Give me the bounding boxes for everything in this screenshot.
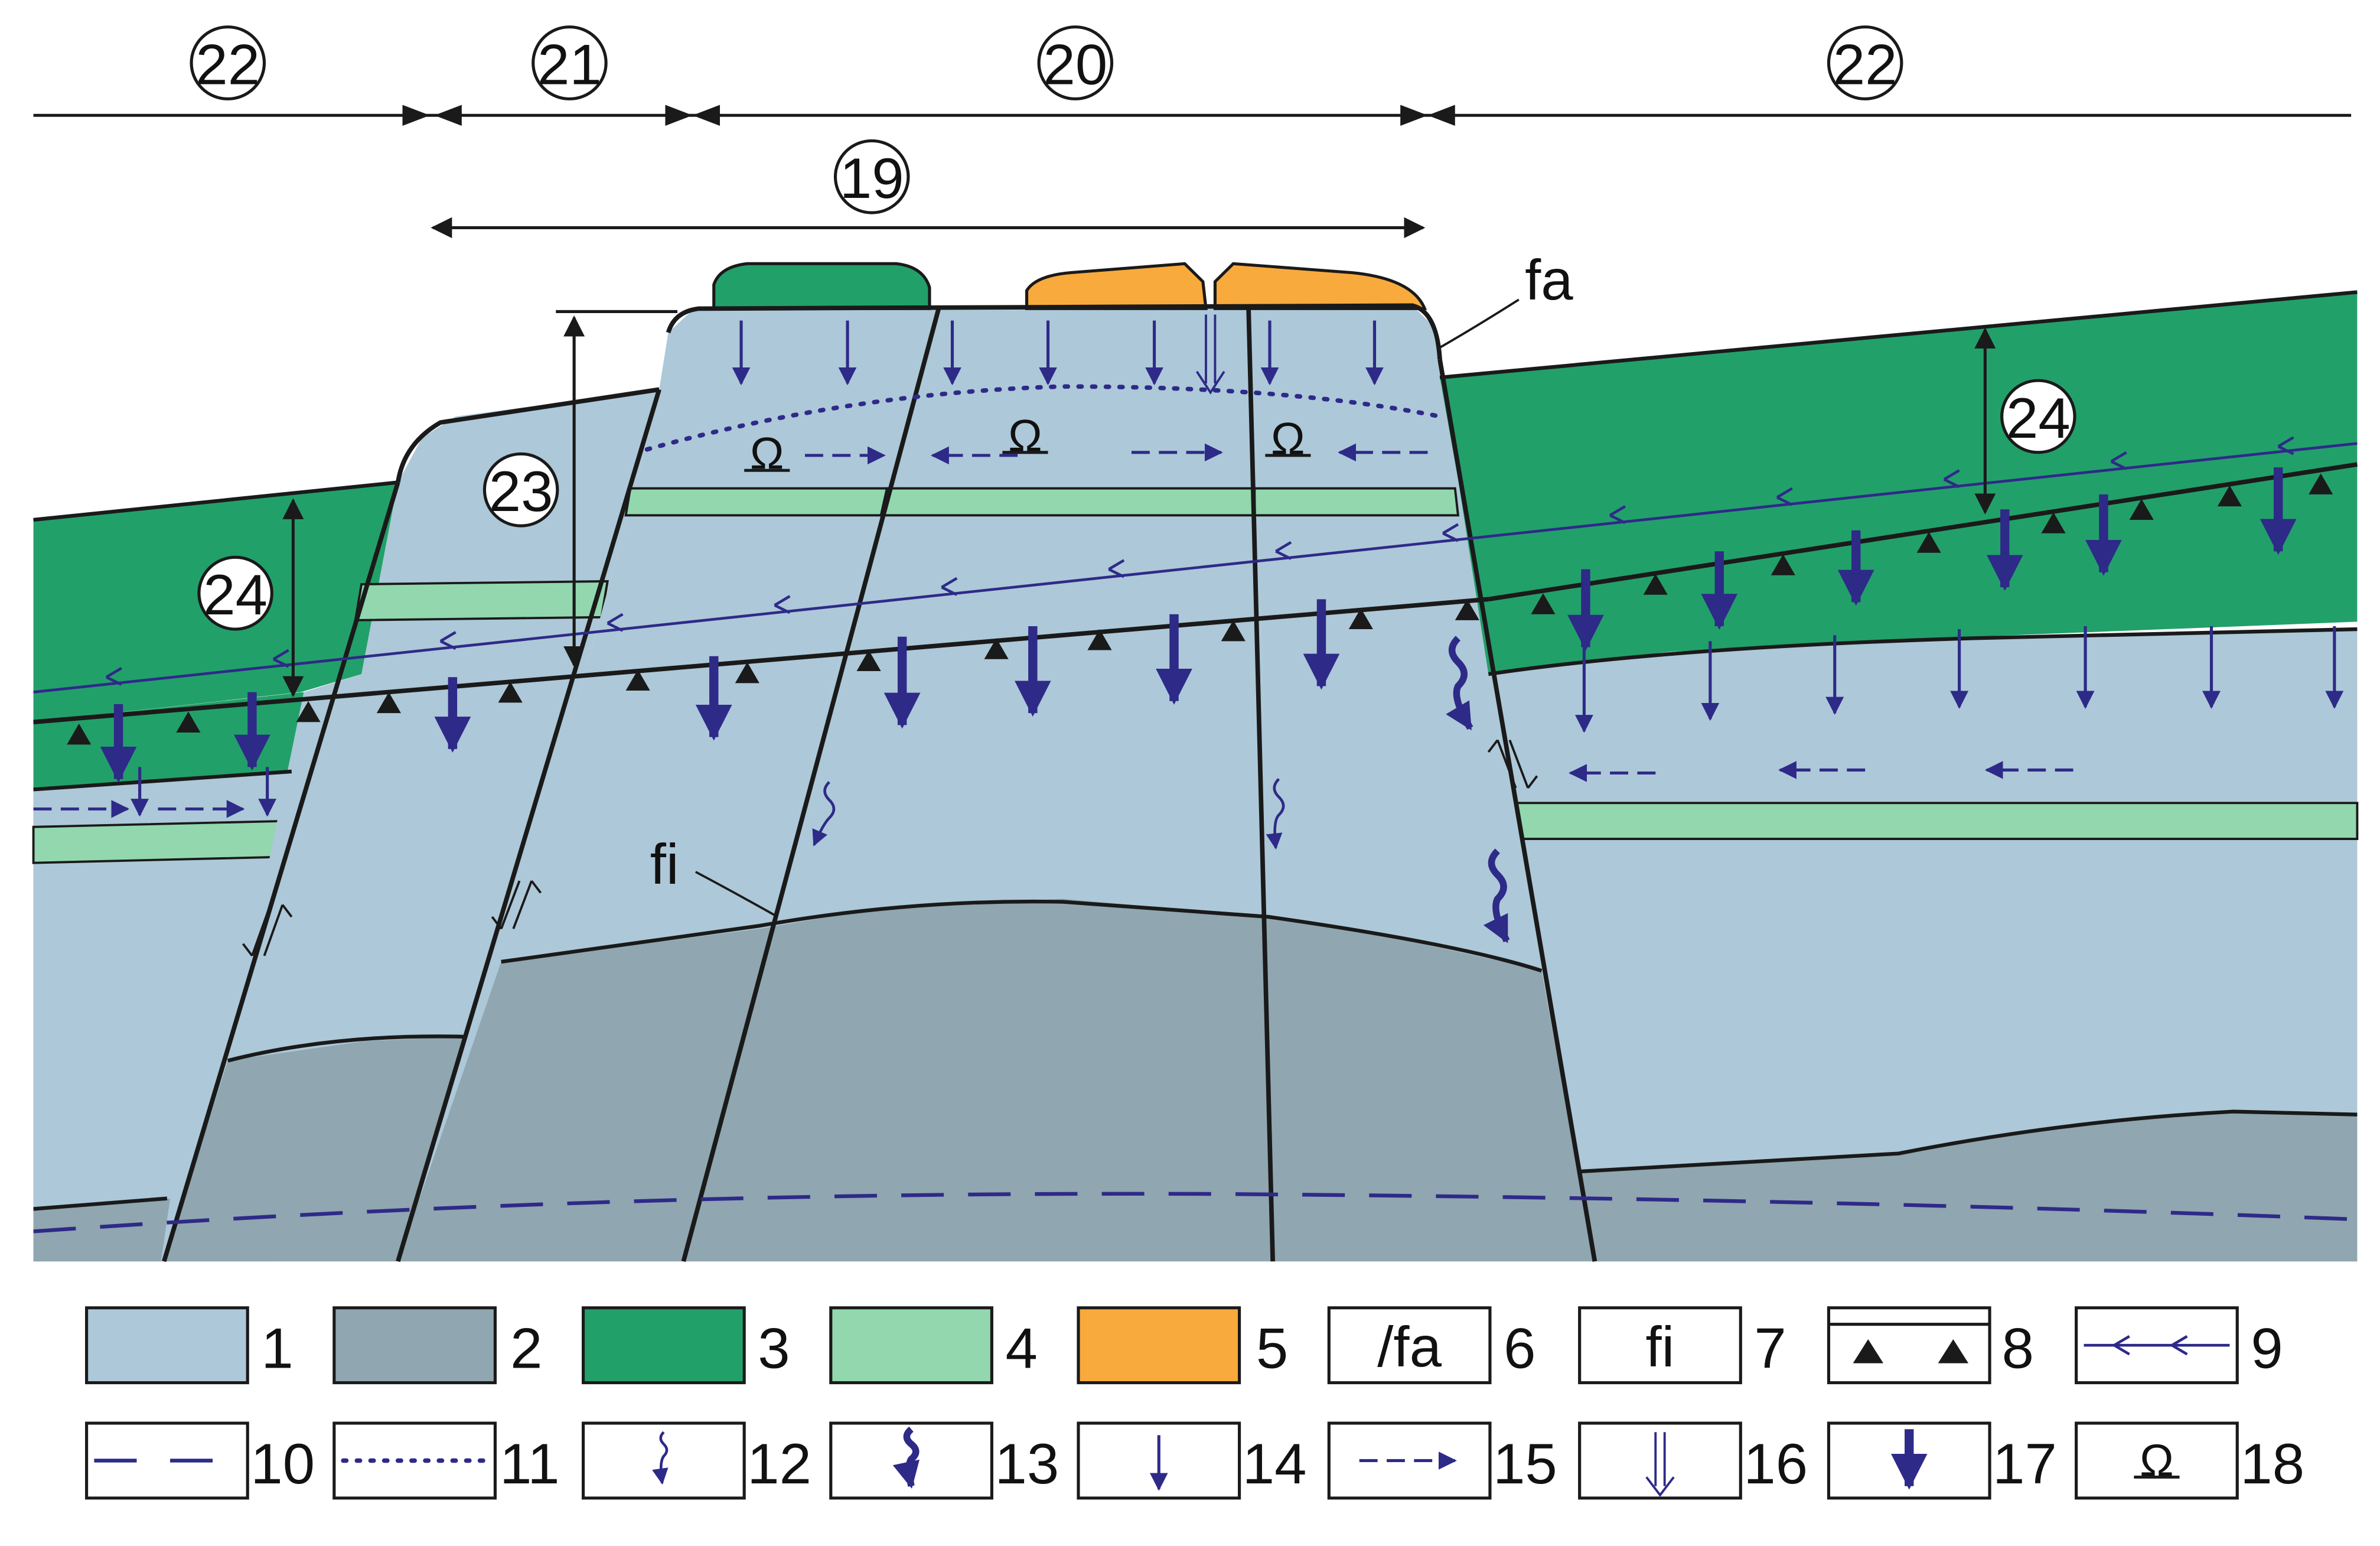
zone-21-marker: 21 <box>532 25 608 100</box>
zone-22-left-marker: 22 <box>190 25 266 100</box>
dashed-blue-line <box>33 1192 2358 1233</box>
cross-section: Ω Ω Ω 23 24 24 <box>32 248 2359 1262</box>
wavy-arrows <box>812 636 1510 943</box>
svg-text:4: 4 <box>1006 1316 1038 1380</box>
svg-text:3: 3 <box>758 1316 790 1380</box>
svg-text:11: 11 <box>500 1431 559 1495</box>
legend-swatch-3 <box>581 1306 746 1385</box>
zone-20-marker: 20 <box>1037 25 1114 100</box>
svg-text:21: 21 <box>537 32 602 96</box>
svg-text:5: 5 <box>1256 1316 1288 1380</box>
thin-down-arrows <box>131 320 2344 817</box>
svg-text:fi: fi <box>650 832 679 896</box>
block-5-light <box>1248 305 1542 971</box>
svg-text:14: 14 <box>1243 1431 1307 1495</box>
svg-text:9: 9 <box>2251 1316 2283 1380</box>
omega-icon: Ω <box>2134 1436 2180 1486</box>
svg-text:13: 13 <box>995 1431 1059 1495</box>
thin-blue-flow-line <box>33 436 2358 694</box>
green-cap-body <box>712 262 931 310</box>
legend-swatch-4 <box>829 1306 993 1385</box>
triangle-boundary-line <box>33 462 2358 745</box>
svg-text:18: 18 <box>2240 1431 2304 1495</box>
svg-text:2: 2 <box>510 1316 542 1380</box>
thin-arrow-line-symbol <box>2084 1335 2230 1356</box>
thick-wavy-arrow-icon <box>892 1426 920 1489</box>
label-23: 23 <box>482 452 559 528</box>
legend-box-16 <box>1578 1421 1742 1500</box>
svg-text:24: 24 <box>2006 386 2071 450</box>
svg-text:22: 22 <box>1833 32 1898 96</box>
svg-text:10: 10 <box>250 1431 315 1495</box>
svg-text:24: 24 <box>203 563 268 627</box>
left-light-green-band <box>32 819 290 864</box>
thin-wavy-arrow-icon <box>652 1431 669 1485</box>
legend-box-7 <box>1578 1306 1742 1385</box>
svg-text:16: 16 <box>1743 1431 1808 1495</box>
omega-symbols: Ω Ω Ω <box>744 411 1311 479</box>
double-down-arrow <box>1195 314 1225 395</box>
right-light-green-band <box>1514 802 2359 840</box>
block-4-light <box>759 305 1269 929</box>
label-fa: fa <box>1439 248 1573 349</box>
dotted-blue-line <box>644 384 1442 452</box>
legend <box>85 1306 2239 1500</box>
right-dark-rock <box>1579 1111 2358 1262</box>
legend-numbers: 1 2 3 4 5 6 7 8 9 10 11 12 13 14 15 16 1… <box>250 1316 2304 1495</box>
dimension-arrows <box>282 310 1996 698</box>
zone-19-marker: 19 <box>833 139 910 214</box>
label-fi: fi <box>650 832 778 918</box>
thick-down-arrows <box>100 467 2297 783</box>
top-zone-scale: 22 21 20 22 19 <box>33 25 2352 239</box>
orange-cap-body <box>1025 262 1427 310</box>
svg-text:19: 19 <box>840 147 904 210</box>
svg-text:23: 23 <box>489 460 553 523</box>
legend-box-6 <box>1327 1306 1492 1385</box>
label-24-left: 24 <box>197 555 273 631</box>
right-green-layer <box>1440 292 2358 675</box>
fault-lines <box>162 303 1597 1262</box>
svg-text:7: 7 <box>1754 1316 1786 1380</box>
svg-text:22: 22 <box>195 32 260 96</box>
zone-22-right-marker: 22 <box>1827 25 1903 100</box>
dashed-flow-arrows <box>33 443 2073 818</box>
legend-box-15 <box>1327 1421 1492 1500</box>
svg-text:15: 15 <box>1493 1431 1557 1495</box>
legend-swatch-2 <box>332 1306 497 1385</box>
fault-offset-symbols <box>242 739 1538 957</box>
svg-text:20: 20 <box>1043 32 1107 96</box>
triangle-line-symbol <box>1828 1323 1990 1363</box>
label-24-right: 24 <box>2000 379 2076 454</box>
legend-box-12 <box>581 1421 746 1500</box>
svg-text:8: 8 <box>2002 1316 2034 1380</box>
legend-box-8 <box>1827 1306 1991 1385</box>
legend-symbols: /fa fi Ω <box>94 1315 2230 1497</box>
svg-text:fa: fa <box>1525 248 1573 312</box>
legend-swatch-1 <box>85 1306 249 1385</box>
svg-text:12: 12 <box>747 1431 811 1495</box>
legend-swatch-5 <box>1077 1306 1241 1385</box>
fi-symbol: fi <box>1646 1315 1675 1379</box>
svg-text:17: 17 <box>1993 1431 2057 1495</box>
svg-text:6: 6 <box>1504 1316 1535 1380</box>
block-3-light <box>501 308 939 962</box>
fault-fa-symbol: /fa <box>1377 1315 1442 1379</box>
svg-text:1: 1 <box>261 1316 293 1380</box>
legend-box-18 <box>2075 1421 2239 1500</box>
double-down-arrow-icon <box>1645 1432 1675 1497</box>
